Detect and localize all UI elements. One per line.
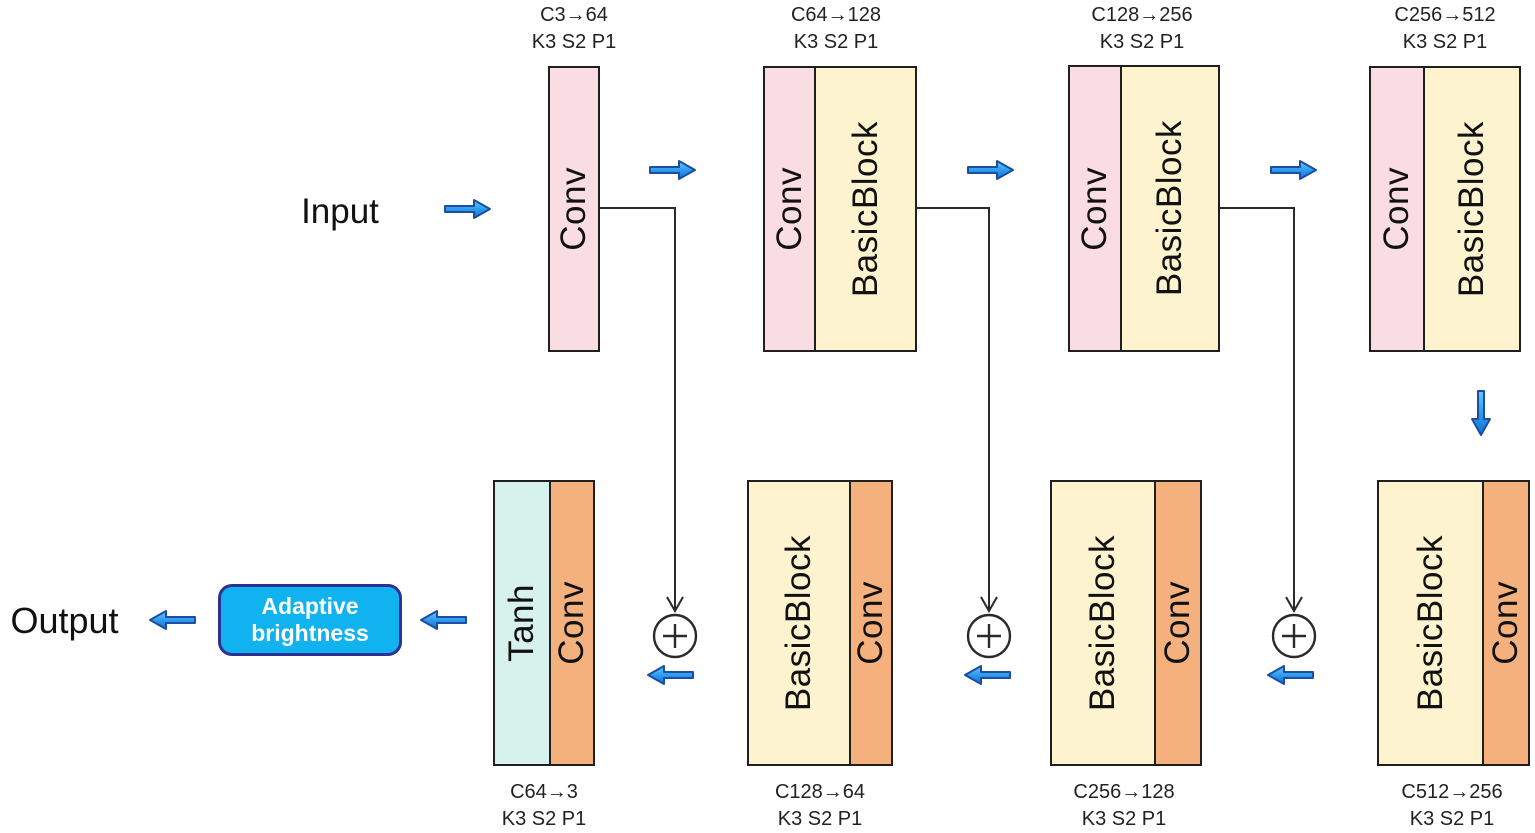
sum-node-1 <box>652 613 698 659</box>
basicblock-layer: BasicBlock <box>749 482 849 764</box>
basicblock-layer: BasicBlock <box>814 68 915 350</box>
basicblock-layer-label: BasicBlock <box>1150 120 1189 297</box>
plus-icon <box>1282 624 1306 648</box>
spec-kernel: K3 S2 P1 <box>1402 31 1488 53</box>
encoder-spec-4: C256→512 K3 S2 P1 <box>1365 2 1525 56</box>
basicblock-layer: BasicBlock <box>1052 482 1154 764</box>
basicblock-layer-label: BasicBlock <box>1452 120 1491 298</box>
spec-channels: C128→256 <box>1091 4 1193 26</box>
conv-layer-label: Conv <box>552 581 591 665</box>
decoder-block-1: Tanh Conv <box>493 480 595 766</box>
spec-kernel: K3 S2 P1 <box>1081 808 1167 830</box>
flow-arrow-down <box>1471 390 1491 436</box>
basicblock-layer-label: BasicBlock <box>1410 534 1450 712</box>
flow-arrow-dec-3-2 <box>964 665 1011 685</box>
conv-layer: Conv <box>765 68 814 350</box>
basicblock-layer-label: BasicBlock <box>1083 534 1122 712</box>
spec-kernel: K3 S2 P1 <box>531 31 617 53</box>
flow-arrow-to-adaptive <box>420 610 467 630</box>
spec-channels: C64→128 <box>790 4 882 26</box>
basicblock-layer-label: BasicBlock <box>845 120 885 298</box>
flow-arrow-dec-2-1 <box>647 665 694 685</box>
basicblock-layer: BasicBlock <box>1423 68 1519 350</box>
conv-layer: Conv <box>1482 482 1528 764</box>
spec-kernel: K3 S2 P1 <box>501 808 587 830</box>
arrowhead-down-icon <box>666 596 684 614</box>
spec-kernel: K3 S2 P1 <box>1409 808 1495 830</box>
tanh-layer-label: Tanh <box>502 584 541 662</box>
skip-connection-3 <box>1220 207 1303 614</box>
conv-layer-label: Conv <box>1486 581 1525 665</box>
tanh-layer: Tanh <box>495 482 549 764</box>
skip-connection-2 <box>917 207 998 614</box>
skip-connection-1 <box>600 207 684 614</box>
basicblock-layer-label: BasicBlock <box>779 534 818 712</box>
encoder-block-4: Conv BasicBlock <box>1369 66 1521 352</box>
adaptive-brightness-line1: Adaptive <box>261 593 359 619</box>
conv-layer: Conv <box>1070 67 1120 350</box>
spec-channels: C256→512 <box>1394 4 1496 26</box>
adaptive-brightness-line2: brightness <box>251 620 369 646</box>
arrowhead-down-icon <box>980 596 998 614</box>
conv-layer: Conv <box>1154 482 1200 764</box>
sum-node-2 <box>966 613 1012 659</box>
decoder-spec-4: C512→256 K3 S2 P1 <box>1372 779 1532 833</box>
decoder-block-4: BasicBlock Conv <box>1377 480 1530 766</box>
conv-layer-label: Conv <box>1075 166 1114 251</box>
conv-layer: Conv <box>550 68 598 350</box>
basicblock-layer: BasicBlock <box>1379 482 1482 764</box>
decoder-block-2: BasicBlock Conv <box>747 480 893 766</box>
spec-kernel: K3 S2 P1 <box>793 31 879 53</box>
plus-icon <box>977 624 1001 648</box>
decoder-spec-1: C64→3 K3 S2 P1 <box>464 779 624 833</box>
flow-arrow-enc-1-2 <box>649 160 696 180</box>
input-label: Input <box>301 192 379 231</box>
encoder-block-1: Conv <box>548 66 600 352</box>
conv-layer-label: Conv <box>1158 581 1197 665</box>
spec-channels: C256→128 <box>1073 781 1175 803</box>
conv-layer-label: Conv <box>769 167 809 251</box>
spec-kernel: K3 S2 P1 <box>777 808 863 830</box>
encoder-spec-3: C128→256 K3 S2 P1 <box>1062 2 1222 56</box>
decoder-block-3: BasicBlock Conv <box>1050 480 1202 766</box>
plus-icon <box>663 624 687 648</box>
adaptive-brightness-box: Adaptive brightness <box>218 584 402 656</box>
conv-layer: Conv <box>849 482 891 764</box>
conv-layer-label: Conv <box>554 167 593 251</box>
conv-layer-label: Conv <box>851 581 890 665</box>
decoder-spec-3: C256→128 K3 S2 P1 <box>1044 779 1204 833</box>
flow-arrow-to-output <box>149 610 196 630</box>
conv-layer-label: Conv <box>1377 167 1416 251</box>
spec-channels: C512→256 <box>1401 781 1503 803</box>
encoder-block-3: Conv BasicBlock <box>1068 65 1220 352</box>
spec-channels: C128→64 <box>774 781 866 803</box>
flow-arrow-input <box>444 199 491 219</box>
flow-arrow-enc-3-4 <box>1270 160 1317 180</box>
output-label: Output <box>10 600 119 641</box>
conv-layer: Conv <box>1371 68 1423 350</box>
spec-channels: C3→64 <box>540 4 608 26</box>
basicblock-layer: BasicBlock <box>1120 67 1218 350</box>
decoder-spec-2: C128→64 K3 S2 P1 <box>740 779 900 833</box>
sum-node-3 <box>1271 613 1317 659</box>
spec-kernel: K3 S2 P1 <box>1099 31 1185 53</box>
encoder-block-2: Conv BasicBlock <box>763 66 917 352</box>
conv-layer: Conv <box>549 482 593 764</box>
flow-arrow-enc-2-3 <box>967 160 1014 180</box>
arrowhead-down-icon <box>1285 596 1303 614</box>
encoder-spec-2: C64→128 K3 S2 P1 <box>756 2 916 56</box>
flow-arrow-dec-4-3 <box>1267 665 1314 685</box>
spec-channels: C64→3 <box>510 781 578 803</box>
encoder-spec-1: C3→64 K3 S2 P1 <box>494 2 654 56</box>
